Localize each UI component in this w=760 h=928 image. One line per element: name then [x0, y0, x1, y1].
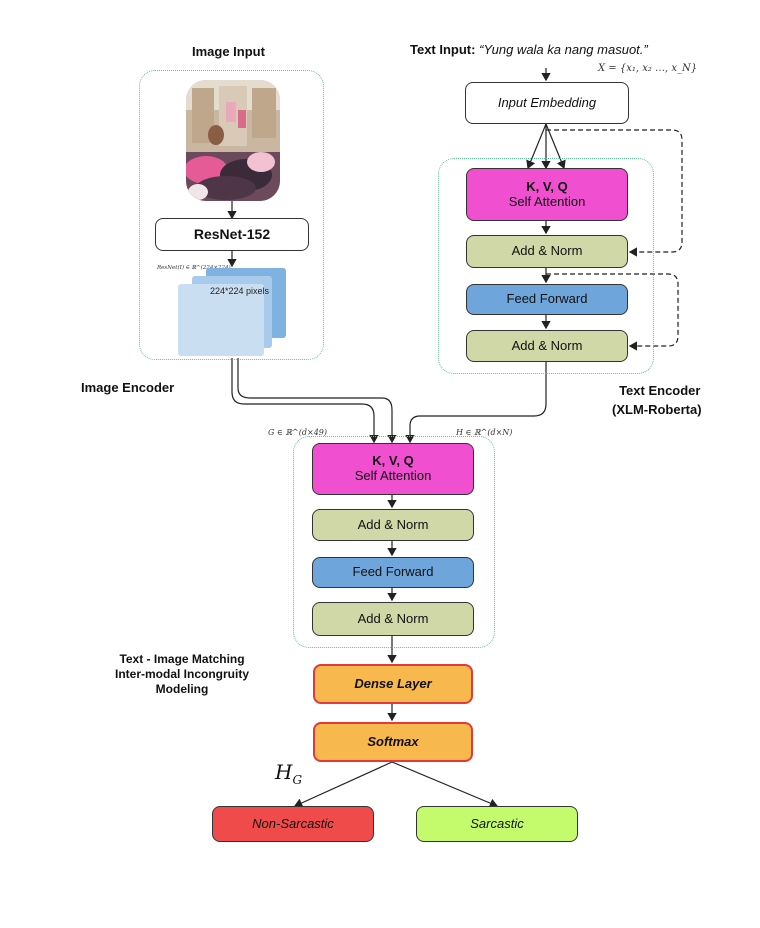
text-add-norm-1: Add & Norm: [466, 235, 628, 268]
matching-label-line3: Modeling: [155, 682, 209, 696]
resnet-formula: ResNet(I) ∈ ℝ^(224×224): [157, 265, 231, 271]
matching-label-line1: Text - Image Matching: [119, 652, 245, 666]
text-kvq-label: K, V, Q: [526, 178, 568, 194]
fusion-kvq-label: K, V, Q: [372, 453, 414, 469]
non-sarcastic-box: Non-Sarcastic: [212, 806, 374, 842]
text-encoder-label: Text Encoder (XLM-Roberta): [612, 383, 702, 417]
fusion-container: [293, 436, 495, 648]
input-photo: [186, 80, 280, 201]
text-self-attention-label: Self Attention: [508, 193, 586, 209]
image-input-label: Image Input: [192, 44, 265, 59]
g-formula: G ∈ ℝ^(d×49): [268, 428, 327, 437]
text-encoder-container: [438, 158, 654, 374]
fusion-add-norm-2: Add & Norm: [312, 602, 474, 636]
fusion-feed-forward: Feed Forward: [312, 557, 474, 588]
text-input-label: Text Input:: [410, 42, 476, 57]
softmax-box: Softmax: [313, 722, 473, 762]
hg-symbol: HG: [275, 760, 302, 787]
text-sequence-formula: X = {x₁, x₂ …, x_N}: [598, 63, 698, 74]
text-feed-forward: Feed Forward: [466, 284, 628, 315]
matching-label: Text - Image Matching Inter-modal Incong…: [115, 652, 249, 697]
matching-label-line2: Inter-modal Incongruity: [115, 667, 250, 681]
fusion-self-attention-box: K, V, Q Self Attention: [312, 443, 474, 495]
feature-map-front: [178, 284, 264, 356]
h-formula: H ∈ ℝ^(d×N): [456, 428, 513, 437]
text-input-header: Text Input: “Yung wala ka nang masuot.”: [410, 42, 648, 57]
text-encoder-label-line1: Text Encoder: [619, 383, 701, 398]
hg-subscript: G: [292, 773, 303, 787]
feature-map-label: 224*224 pixels: [210, 286, 270, 296]
image-encoder-label: Image Encoder: [81, 380, 175, 395]
text-input-quote: “Yung wala ka nang masuot.”: [479, 42, 648, 57]
input-embedding-box: Input Embedding: [465, 82, 629, 124]
sarcastic-box: Sarcastic: [416, 806, 578, 842]
dense-layer-box: Dense Layer: [313, 664, 473, 704]
hg-letter: H: [275, 760, 293, 784]
fusion-self-attention-label: Self Attention: [354, 468, 432, 483]
photo-illustration: [186, 80, 280, 201]
text-self-attention-box: K, V, Q Self Attention: [466, 168, 628, 221]
text-add-norm-2: Add & Norm: [466, 330, 628, 362]
fusion-add-norm-1: Add & Norm: [312, 509, 474, 541]
text-encoder-label-line2: (XLM-Roberta): [612, 402, 702, 417]
resnet-box: ResNet-152: [155, 218, 309, 251]
image-encoder-container: [139, 70, 324, 360]
